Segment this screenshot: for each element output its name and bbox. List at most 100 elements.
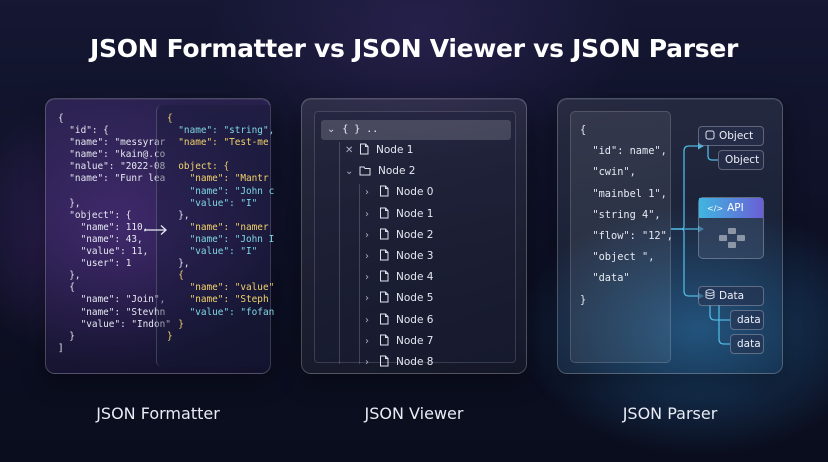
file-icon bbox=[380, 228, 389, 240]
tree-node-row[interactable]: › Node 3 bbox=[365, 247, 433, 265]
code-line: "value": "I" bbox=[167, 197, 258, 209]
chevron-right-icon[interactable]: › bbox=[365, 357, 369, 368]
arrow-right-icon bbox=[144, 225, 167, 235]
code-line: "name": "Stevhn bbox=[58, 306, 166, 318]
file-icon bbox=[379, 247, 396, 265]
data-node-label: Data bbox=[719, 290, 745, 302]
chevron-right-icon[interactable]: › bbox=[365, 272, 369, 284]
code-line: "flow": "12", bbox=[580, 230, 673, 243]
code-line: }, bbox=[58, 197, 81, 209]
code-line: "name": "namer bbox=[167, 221, 269, 233]
code-line: } bbox=[58, 330, 75, 342]
code-line: }, bbox=[58, 270, 81, 282]
code-line: { bbox=[580, 124, 587, 136]
tree-root-label: { } .. bbox=[342, 124, 379, 135]
object-node[interactable]: Object bbox=[698, 126, 764, 146]
parser-panel: { "id": name", "cwin", "mainbel 1", "str… bbox=[557, 98, 783, 374]
tree-node-row[interactable]: › Node 0 bbox=[365, 183, 433, 201]
code-line: "name": "John I bbox=[167, 233, 275, 245]
code-line: } bbox=[167, 318, 184, 330]
formatter-caption: JSON Formatter bbox=[96, 404, 220, 423]
viewer-panel: ⌄ { } .. ✕Node 1⌄Node 2›Node 0›Node 1›No… bbox=[301, 98, 527, 374]
chevron-right-icon[interactable]: › bbox=[365, 314, 369, 326]
code-line: "string 4", bbox=[580, 208, 661, 221]
file-icon bbox=[379, 332, 396, 350]
tree-node-label: Node 3 bbox=[396, 250, 434, 262]
code-line: "id": { bbox=[58, 125, 109, 137]
code-line: "name": "messyrar bbox=[58, 137, 166, 149]
chevron-right-icon[interactable]: › bbox=[365, 229, 369, 241]
close-icon[interactable]: ✕ bbox=[345, 145, 354, 156]
code-line: "value": 11, bbox=[58, 246, 149, 258]
code-line: "value": "Indon" bbox=[58, 318, 171, 330]
object-child-node[interactable]: Object bbox=[718, 150, 764, 170]
code-line: "mainbel 1", bbox=[580, 187, 667, 200]
file-icon bbox=[379, 353, 396, 371]
file-icon bbox=[380, 207, 389, 219]
tree-node-row[interactable]: › Node 6 bbox=[365, 311, 433, 329]
object-child-label: Object bbox=[725, 154, 760, 166]
viewer-caption: JSON Viewer bbox=[364, 404, 464, 423]
tree-node-row[interactable]: ›Node 8 bbox=[365, 353, 433, 371]
code-line: "name": "Steph bbox=[167, 294, 269, 306]
api-icon: </> bbox=[707, 204, 724, 213]
data-node[interactable]: Data bbox=[698, 286, 764, 306]
api-graph-icon bbox=[719, 228, 745, 248]
database-icon bbox=[705, 289, 715, 300]
tree-node-row[interactable]: ›Node 2 bbox=[365, 226, 433, 244]
file-icon bbox=[380, 334, 389, 346]
formatter-panel: { "id": { "name": "messyrar "name": "kai… bbox=[45, 98, 275, 374]
tree-node-row[interactable]: › Node 5 bbox=[365, 289, 433, 307]
chevron-right-icon[interactable]: › bbox=[365, 335, 369, 347]
data-child-node[interactable]: data bbox=[730, 310, 764, 330]
tree-node-row[interactable]: › Node 4 bbox=[365, 268, 433, 286]
code-line: "name": "Mantr bbox=[167, 173, 269, 185]
code-line: "name": 43, bbox=[58, 233, 143, 245]
folder-icon bbox=[359, 162, 378, 180]
code-line: "name": "value" bbox=[167, 282, 275, 294]
code-line: { bbox=[58, 282, 75, 294]
tree-node-row[interactable]: ›Node 7 bbox=[365, 332, 433, 350]
code-line: "name": 110, bbox=[58, 221, 149, 233]
code-line: object: { bbox=[167, 161, 230, 173]
tree-node-label: Node 1 bbox=[376, 144, 414, 156]
chevron-down-icon[interactable]: ⌄ bbox=[327, 124, 336, 135]
chevron-right-icon[interactable]: › bbox=[365, 251, 369, 262]
raw-json-code: { "id": { "name": "messyrar "name": "kai… bbox=[58, 113, 171, 355]
tree-node-label: Node 2 bbox=[378, 165, 416, 178]
api-header: </>API bbox=[699, 198, 763, 218]
tree-node-row[interactable]: › Node 1 bbox=[365, 205, 433, 223]
api-node[interactable]: </>API bbox=[698, 197, 764, 259]
tree-node-label: Node 5 bbox=[396, 292, 434, 305]
file-icon bbox=[380, 270, 389, 282]
chevron-right-icon[interactable]: › bbox=[365, 187, 369, 199]
data-child-label: data bbox=[737, 314, 761, 326]
tree-node-label: Node 1 bbox=[396, 207, 434, 220]
file-icon bbox=[380, 313, 389, 325]
chevron-right-icon[interactable]: › bbox=[365, 293, 369, 305]
tree-node-label: Node 0 bbox=[396, 186, 434, 199]
code-line: { bbox=[58, 113, 64, 124]
parser-input-code: { "id": name", "cwin", "mainbel 1", "str… bbox=[570, 111, 673, 363]
tree-node-label: Node 6 bbox=[396, 313, 434, 326]
folder-icon bbox=[359, 166, 371, 176]
file-icon bbox=[379, 205, 396, 223]
code-line: "name": "Test-me bbox=[167, 137, 269, 149]
code-line: "value": "I" bbox=[167, 246, 258, 258]
code-line: "cwin", bbox=[580, 166, 636, 179]
tree-node-row[interactable]: ⌄ Node 2 bbox=[345, 162, 415, 180]
code-line: "name": "string", bbox=[167, 125, 275, 137]
chevron-right-icon[interactable]: › bbox=[365, 208, 369, 220]
code-line: "data" bbox=[580, 272, 630, 285]
tree-root-row[interactable]: ⌄ { } .. bbox=[321, 120, 511, 140]
code-line: "name": "kain@.co bbox=[58, 149, 166, 161]
tree-guide-line bbox=[359, 184, 360, 364]
tree-view: ⌄ { } .. ✕Node 1⌄Node 2›Node 0›Node 1›No… bbox=[314, 111, 516, 368]
data-child-node[interactable]: data bbox=[730, 334, 764, 354]
tree-node-row[interactable]: ✕ Node 1 bbox=[345, 141, 413, 159]
code-line: }, bbox=[167, 209, 190, 221]
chevron-down-icon[interactable]: ⌄ bbox=[345, 166, 354, 178]
code-line bbox=[167, 149, 271, 161]
code-line: "nalue": "2022-08 bbox=[58, 161, 166, 173]
tree-node-label: Node 4 bbox=[396, 271, 434, 284]
